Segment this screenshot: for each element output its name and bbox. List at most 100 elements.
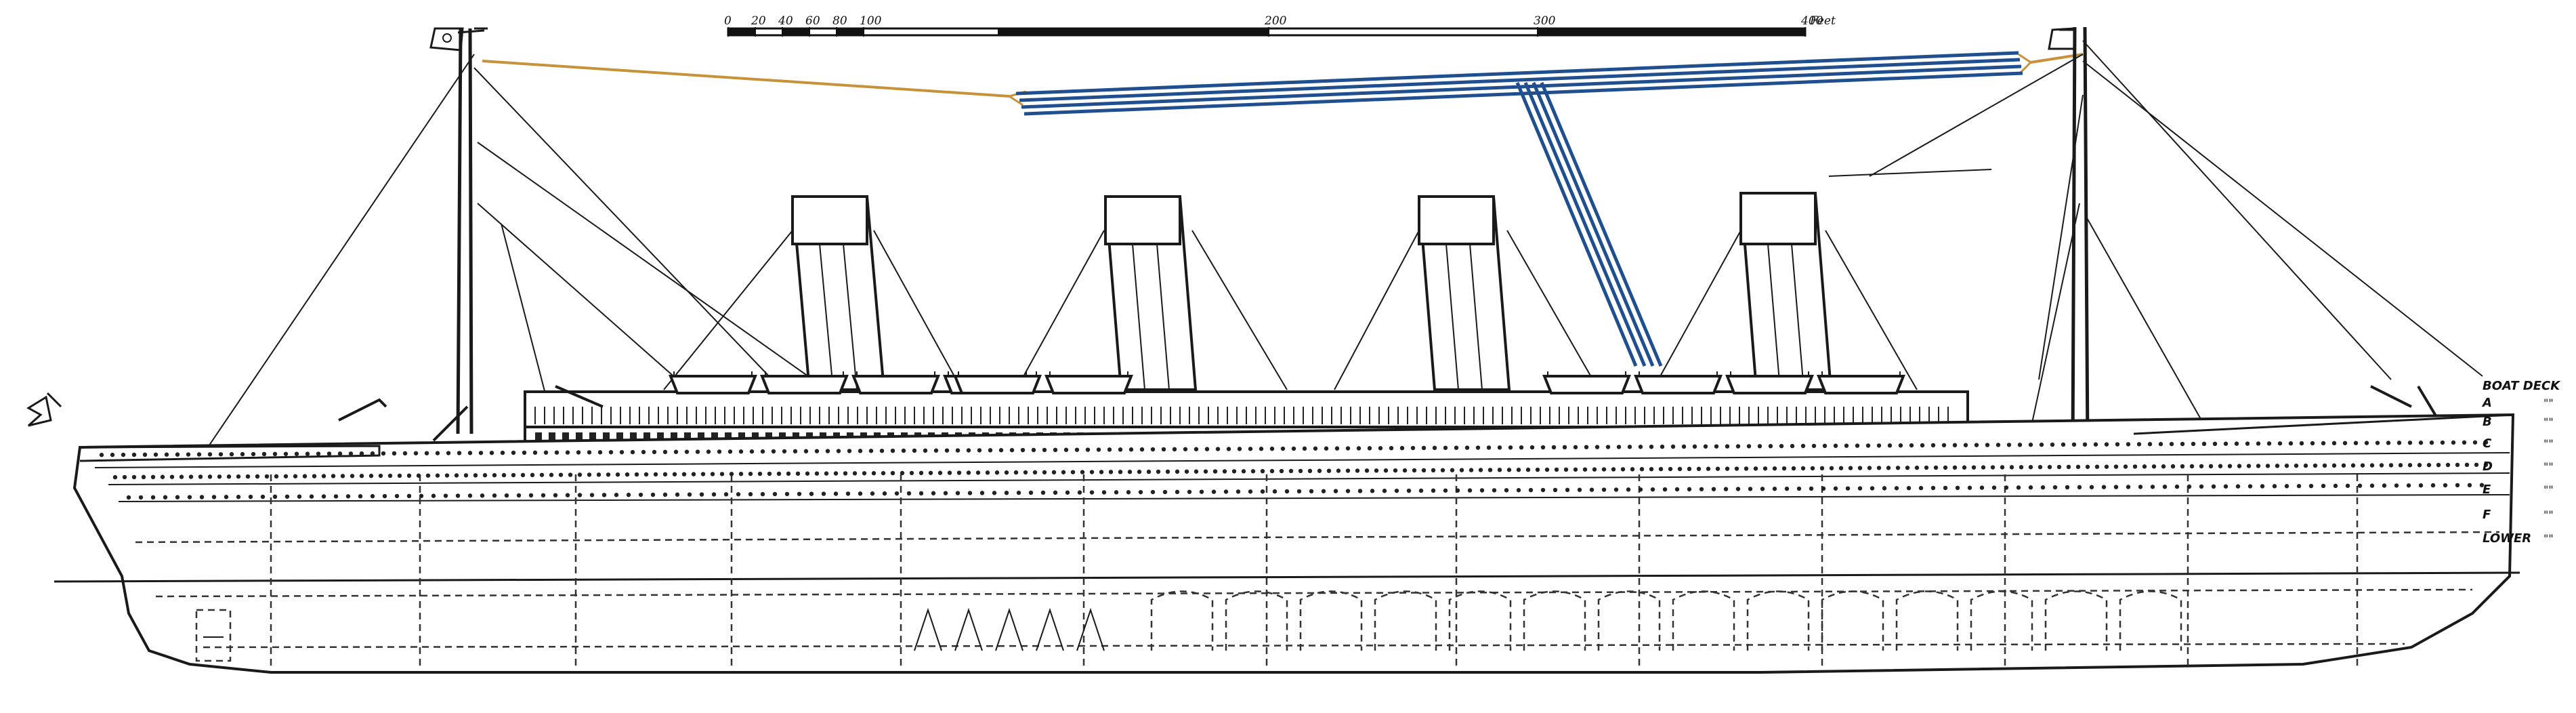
porthole — [2094, 464, 2100, 469]
porthole — [2266, 441, 2272, 446]
porthole — [345, 494, 351, 499]
porthole — [264, 474, 270, 479]
porthole — [175, 495, 180, 500]
engine-frame — [954, 607, 983, 651]
deck-label: D — [2483, 460, 2493, 474]
porthole — [771, 449, 776, 454]
porthole — [2360, 463, 2365, 468]
porthole — [2066, 464, 2071, 470]
porthole — [985, 470, 990, 475]
porthole — [1930, 485, 1936, 491]
lifeboat — [1725, 375, 1814, 394]
porthole — [248, 494, 253, 500]
engine-frame — [1036, 607, 1064, 651]
porthole — [587, 472, 592, 477]
porthole — [1876, 443, 1882, 448]
porthole — [1464, 445, 1470, 450]
porthole — [2101, 485, 2107, 489]
porthole — [1418, 488, 1424, 493]
porthole — [370, 493, 375, 499]
porthole — [1963, 443, 1968, 447]
porthole — [207, 474, 213, 479]
porthole — [1753, 466, 1758, 471]
porthole — [112, 474, 118, 480]
porthole — [1194, 447, 1199, 451]
porthole — [348, 451, 354, 456]
scale-tick-label: 80 — [832, 14, 847, 28]
aft-mast — [2059, 26, 2090, 448]
porthole — [596, 472, 601, 477]
porthole — [1941, 443, 1947, 448]
porthole — [1981, 465, 1986, 470]
deck-label: BOAT DECK — [2483, 379, 2561, 393]
window — [576, 432, 583, 441]
porthole — [1497, 468, 1502, 472]
porthole — [381, 451, 386, 456]
ditto-mark: "" — [2543, 460, 2554, 473]
porthole — [240, 451, 245, 457]
porthole — [1991, 485, 1997, 490]
porthole — [2483, 440, 2489, 445]
porthole — [988, 448, 993, 453]
porthole — [1650, 487, 1655, 492]
porthole — [919, 470, 924, 476]
porthole — [882, 491, 887, 496]
davit — [1049, 371, 1128, 376]
porthole — [1374, 468, 1379, 473]
porthole — [1540, 445, 1546, 450]
porthole — [406, 493, 412, 499]
boiler — [1672, 590, 1735, 651]
porthole — [1161, 447, 1166, 452]
lifeboat — [1634, 375, 1723, 394]
porthole — [700, 472, 706, 476]
porthole — [576, 450, 581, 455]
porthole — [1582, 467, 1588, 472]
boiler — [1225, 590, 1288, 651]
porthole — [121, 452, 126, 457]
porthole — [2440, 440, 2445, 445]
porthole — [1013, 470, 1019, 475]
porthole — [1139, 447, 1145, 452]
porthole — [1023, 470, 1028, 475]
porthole — [1222, 469, 1227, 474]
porthole — [687, 492, 692, 497]
porthole — [175, 452, 180, 457]
porthole — [890, 470, 895, 476]
porthole — [1309, 489, 1314, 494]
porthole — [1855, 443, 1860, 448]
porthole — [1236, 489, 1241, 494]
porthole — [1080, 470, 1085, 474]
porthole — [1085, 447, 1091, 452]
porthole — [2223, 484, 2229, 489]
porthole — [1692, 444, 1697, 449]
lifeboat — [669, 375, 757, 394]
porthole — [1150, 447, 1156, 452]
porthole — [2028, 485, 2033, 490]
porthole — [1089, 490, 1095, 495]
porthole — [653, 472, 658, 477]
porthole — [532, 450, 538, 455]
porthole — [1165, 469, 1170, 474]
window — [616, 432, 623, 441]
porthole — [2050, 442, 2055, 447]
porthole — [1898, 443, 1903, 448]
porthole — [1432, 445, 1437, 451]
porthole — [706, 449, 711, 454]
porthole — [480, 493, 485, 498]
porthole — [1699, 487, 1704, 491]
porthole — [2296, 483, 2302, 489]
porthole — [2037, 464, 2043, 470]
porthole — [1649, 466, 1654, 472]
porthole — [2341, 463, 2346, 468]
ditto-mark: "" — [2543, 508, 2554, 521]
porthole — [163, 495, 168, 500]
porthole — [2462, 440, 2467, 445]
porthole — [539, 472, 545, 477]
porthole — [1662, 487, 1668, 492]
porthole — [1909, 443, 1914, 448]
porthole — [748, 491, 753, 497]
porthole — [727, 449, 733, 454]
porthole — [1748, 487, 1753, 491]
porthole — [1504, 488, 1509, 493]
